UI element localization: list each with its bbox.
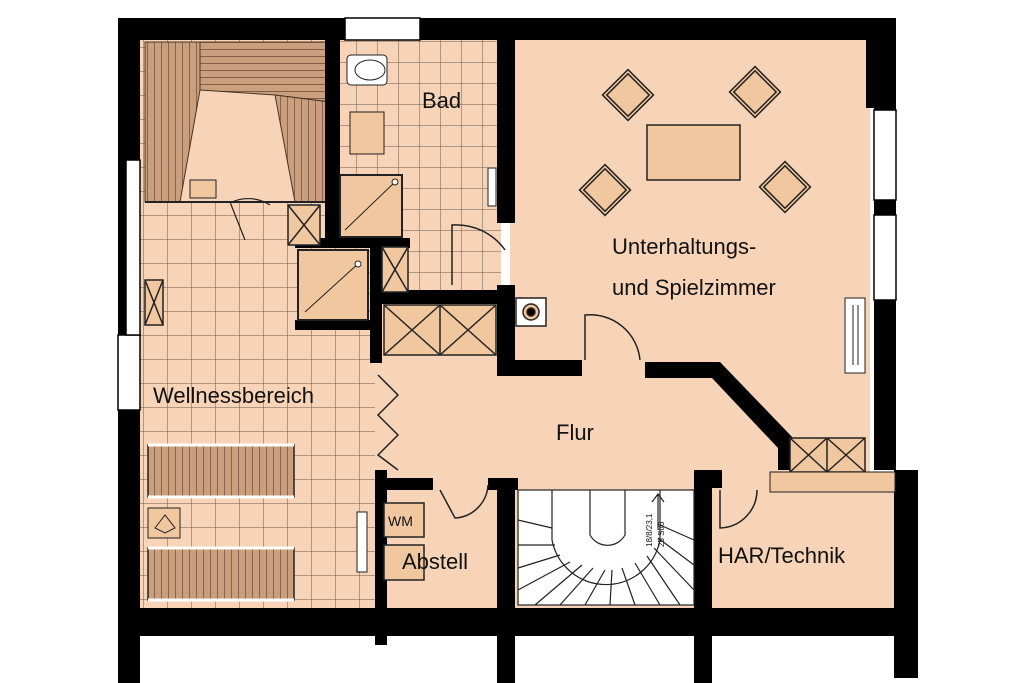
doors xyxy=(376,224,758,529)
windows xyxy=(117,17,897,411)
chair xyxy=(601,68,655,122)
sauna xyxy=(144,41,331,241)
side-table xyxy=(147,507,181,539)
chair xyxy=(758,160,812,214)
label-har-technik: HAR/Technik xyxy=(718,543,846,568)
shower-bottom xyxy=(297,249,369,321)
label-wm: WM xyxy=(388,513,413,529)
staircase xyxy=(517,489,695,606)
radiators xyxy=(356,297,866,573)
floor-har-technik xyxy=(712,480,895,610)
chair xyxy=(578,163,632,217)
stair-note-2: 25 St/6 xyxy=(657,521,666,547)
washing-machine xyxy=(383,502,425,538)
sauna-stove xyxy=(189,179,217,199)
label-bad: Bad xyxy=(422,88,461,113)
abstell-box xyxy=(383,544,425,581)
heater xyxy=(487,167,497,207)
label-abstell: Abstell xyxy=(402,549,468,574)
shafts xyxy=(144,204,866,473)
washbasin xyxy=(349,111,385,155)
har-ledge xyxy=(769,471,896,493)
game-table xyxy=(578,65,812,217)
chair xyxy=(728,65,782,119)
lounger-2 xyxy=(147,547,295,601)
stair-note-1: 18/8/23,1 xyxy=(645,513,654,547)
label-unterhaltung-2: und Spielzimmer xyxy=(612,275,776,300)
lounger-1 xyxy=(147,444,295,498)
label-unterhaltung-1: Unterhaltungs- xyxy=(612,234,756,259)
label-flur: Flur xyxy=(556,420,594,445)
label-wellness: Wellnessbereich xyxy=(153,383,314,408)
loungers xyxy=(147,443,295,602)
bad-fixtures xyxy=(297,54,497,321)
